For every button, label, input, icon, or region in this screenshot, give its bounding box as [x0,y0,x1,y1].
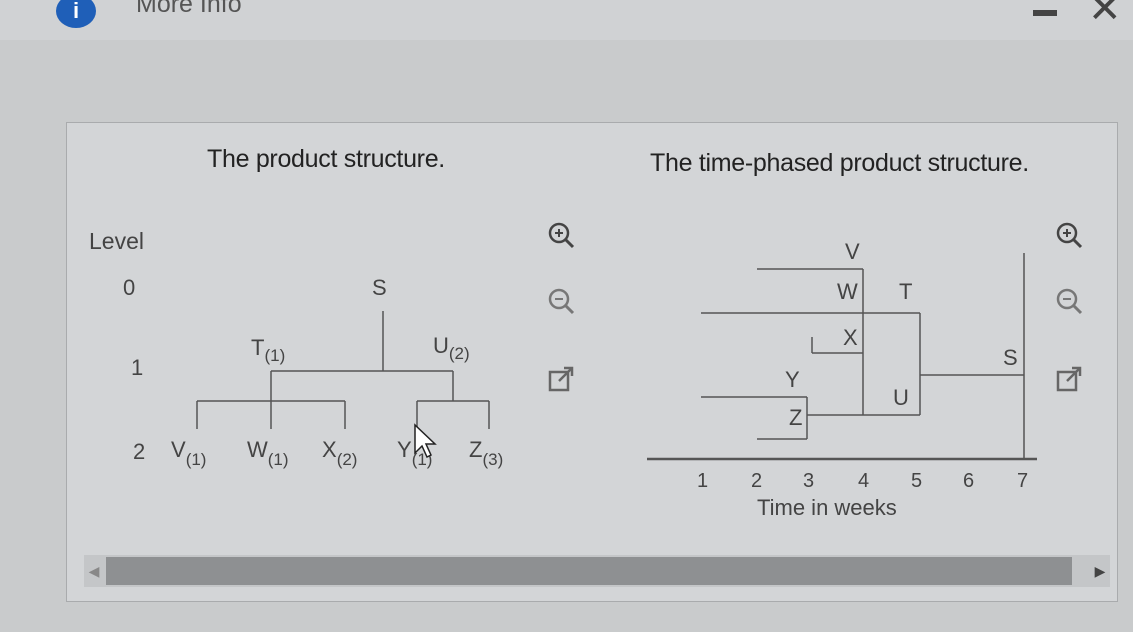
node-s: S [372,275,387,300]
label-s: S [1003,345,1018,370]
popout-icon[interactable] [545,363,577,395]
zoom-in-icon[interactable] [545,219,577,251]
node-x: X(2) [322,437,357,469]
tick-7: 7 [1017,470,1028,492]
label-u: U [893,385,909,410]
node-z: Z(3) [469,437,503,469]
tick-5: 5 [911,470,922,492]
info-icon: i [56,0,96,28]
window-title: More Info [136,0,242,18]
product-structure-caption: The product structure. [207,145,445,173]
label-y: Y [785,367,800,392]
product-structure-tree: Level 0 1 2 S T(1) U(2) V(1) W(1) X(2) Y… [89,228,503,469]
time-phased-caption: The time-phased product structure. [650,149,1029,177]
label-t: T [899,279,912,304]
zoom-in-icon[interactable] [1053,219,1085,251]
time-phased-chart: V W T X S Y U Z 1 2 3 4 5 6 7 Time in we… [647,239,1037,520]
axis-label: Time in weeks [757,495,897,520]
time-phased-lines [647,253,1037,461]
label-z: Z [789,405,802,430]
level-0: 0 [123,275,135,300]
level-2: 2 [133,439,145,464]
tick-3: 3 [803,470,814,492]
minimize-icon[interactable] [1033,10,1057,16]
zoom-out-icon[interactable] [1053,285,1085,317]
horizontal-scrollbar[interactable]: ◀ ▶ [84,555,1110,587]
label-x: X [843,325,858,350]
node-v: V(1) [171,437,206,469]
mouse-cursor [414,423,437,459]
tick-4: 4 [858,470,869,492]
tree-connectors [196,311,490,429]
zoom-out-icon[interactable] [545,285,577,317]
node-t: T(1) [251,335,285,365]
close-icon[interactable]: ✕ [1088,0,1122,32]
node-w: W(1) [247,437,289,469]
level-header: Level [89,228,144,254]
tick-1: 1 [697,470,708,492]
popout-icon[interactable] [1053,363,1085,395]
figure-panel: The product structure. The time-phased p… [66,122,1118,602]
scroll-right-icon[interactable]: ▶ [1094,562,1106,579]
scrollbar-thumb[interactable] [106,557,1072,585]
node-u: U(2) [433,333,470,363]
label-w: W [837,279,858,304]
scroll-left-icon[interactable]: ◀ [88,562,100,579]
label-v: V [845,239,860,264]
tick-6: 6 [963,470,974,492]
title-bar: i More Info ✕ [0,0,1133,40]
level-1: 1 [131,355,143,380]
tick-2: 2 [751,470,762,492]
